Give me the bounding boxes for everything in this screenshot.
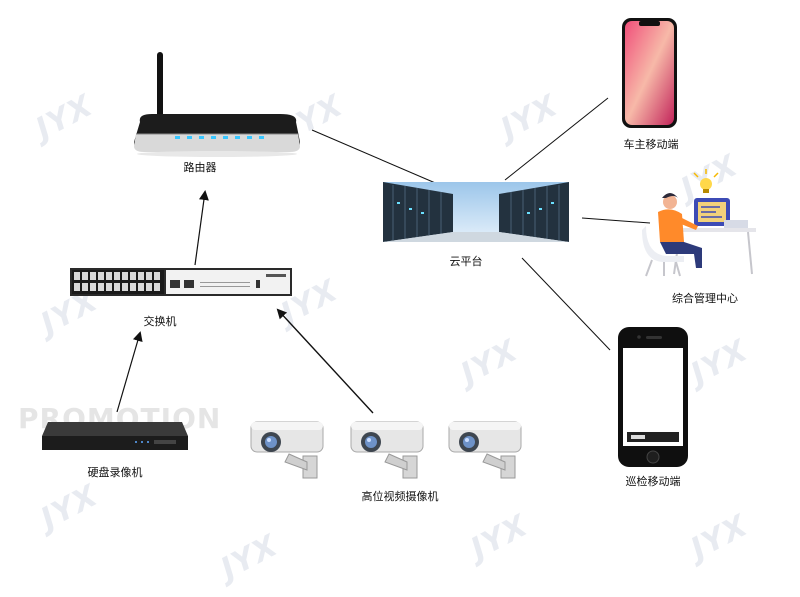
camera-1 <box>245 418 327 482</box>
owner-mobile-node <box>621 17 678 129</box>
camera-icon <box>350 421 424 479</box>
patrol-mobile-node <box>617 326 689 468</box>
switch-icon <box>70 268 292 296</box>
edge-switch-router <box>194 190 209 266</box>
smartphone-icon <box>618 327 688 467</box>
nvr-label: 硬盘录像机 <box>87 466 143 479</box>
management-label: 综合管理中心 <box>672 292 738 305</box>
router-icon <box>134 52 300 157</box>
camera-3 <box>443 418 525 482</box>
edge-cloud-owner-mobile <box>504 97 609 181</box>
cloud-server-icon <box>383 182 569 242</box>
switch-node <box>70 268 292 298</box>
router-node <box>130 50 305 158</box>
edge-nvr-switch <box>116 331 143 413</box>
camera-icon <box>250 421 324 479</box>
camera-2 <box>345 418 427 482</box>
router-label: 路由器 <box>183 161 217 174</box>
cameras-label: 高位视频摄像机 <box>361 490 439 503</box>
edge-cameras-switch <box>276 308 374 414</box>
nvr-node <box>40 418 190 454</box>
edge-cloud-management <box>581 217 651 224</box>
cloud-label: 云平台 <box>449 255 483 268</box>
edge-router-cloud <box>311 129 441 186</box>
smartphone-icon <box>622 18 677 128</box>
nvr-icon <box>42 422 188 450</box>
edge-cloud-patrol-mobile <box>521 257 611 351</box>
owner-mobile-label: 车主移动端 <box>623 138 679 151</box>
office-worker-icon <box>642 169 756 277</box>
patrol-mobile-label: 巡检移动端 <box>625 475 681 488</box>
switch-label: 交换机 <box>143 315 177 328</box>
cloud-node <box>383 182 569 242</box>
management-node <box>640 168 758 280</box>
camera-icon <box>448 421 522 479</box>
